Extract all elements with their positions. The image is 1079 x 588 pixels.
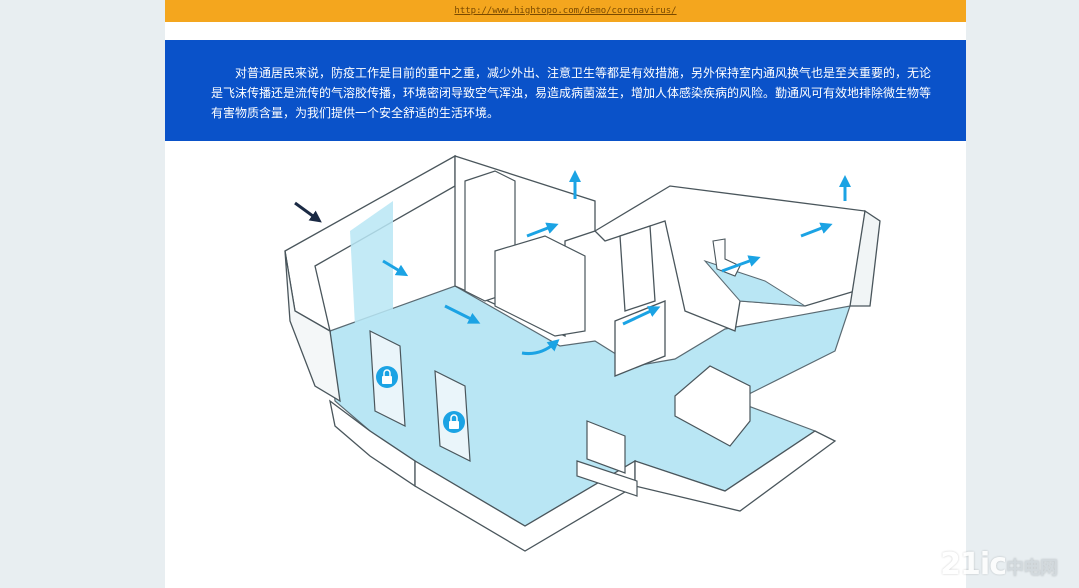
window-glow (350, 201, 393, 326)
url-banner: http://www.hightopo.com/demo/coronavirus… (165, 0, 966, 22)
wall-left-side (284, 250, 341, 403)
background-left (0, 0, 165, 588)
kitchen-counter (494, 235, 586, 337)
tv-stand (576, 460, 638, 497)
airflow-arrow-icon (721, 255, 761, 273)
airflow-arrow-icon (382, 259, 409, 277)
airflow-arrow-icon (444, 304, 481, 324)
airflow-arrow-icon (294, 201, 322, 223)
lock-icon (376, 366, 398, 388)
airflow-arrow-icon (622, 306, 661, 326)
intro-text: 对普通居民来说，防疫工作是目前的重中之重，减少外出、注意卫生等都是有效措施，另外… (211, 66, 932, 120)
ventilation-diagram (284, 154, 881, 552)
background-right (966, 0, 1079, 588)
intro-panel: 对普通居民来说，防疫工作是目前的重中之重，减少外出、注意卫生等都是有效措施，另外… (165, 40, 966, 141)
watermark-text: 21ic (940, 547, 1007, 582)
sofa (674, 365, 751, 447)
airflow-arrow-icon (526, 222, 559, 238)
watermark-subtext: 中电网 (1006, 558, 1058, 579)
airflow-arrow-icon (800, 222, 833, 238)
bathroom-door (619, 225, 656, 312)
airflow-arrow-icon (521, 339, 560, 355)
demo-link[interactable]: http://www.hightopo.com/demo/coronavirus… (454, 6, 677, 16)
tv (586, 420, 626, 474)
lock-icon (443, 411, 465, 433)
wall-right (849, 209, 881, 307)
watermark-logo: 21ic中电网 (940, 547, 1058, 582)
article-page: http://www.hightopo.com/demo/coronavirus… (165, 0, 966, 588)
